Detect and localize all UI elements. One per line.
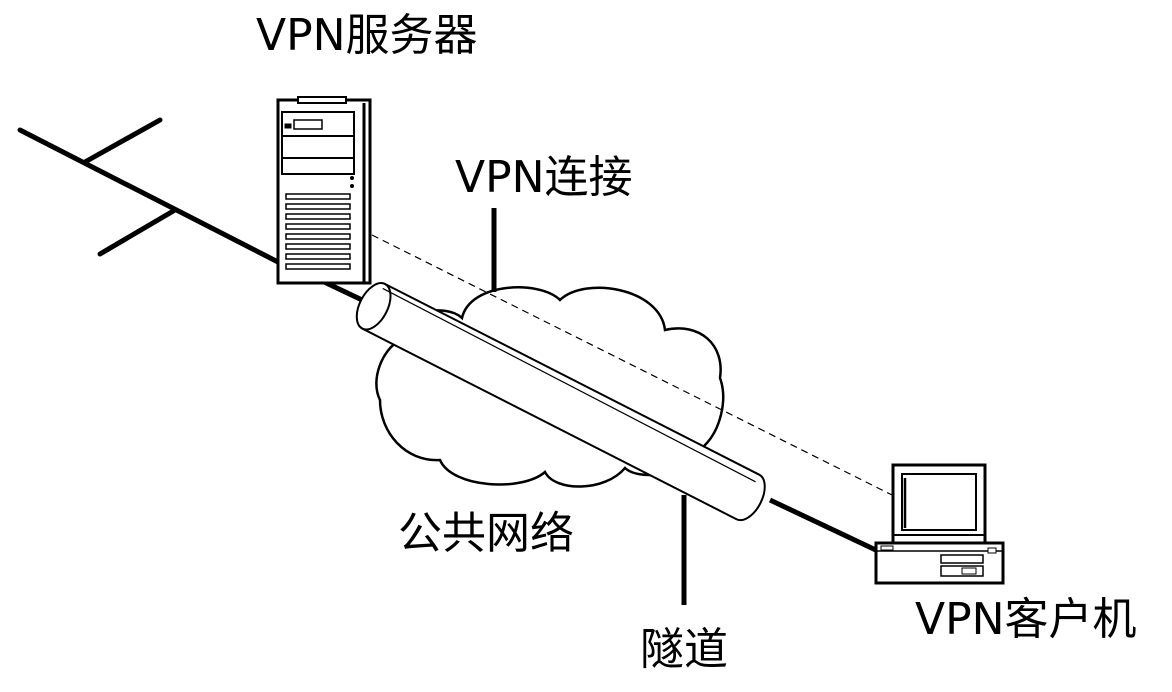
vpn-server-label: VPN服务器 <box>256 10 478 61</box>
vpn-connection-label: VPN连接 <box>455 152 633 203</box>
vpn-connection-dashed-line <box>371 234 899 499</box>
client-link-line <box>768 497 882 555</box>
tunnel-label: 隧道 <box>640 624 728 675</box>
vpn-client-label: VPN客户机 <box>915 594 1137 645</box>
vpn-server-icon <box>276 96 372 285</box>
vpn-client-computer-icon <box>874 463 1005 585</box>
public-network-label: 公共网络 <box>398 508 574 559</box>
tunnel-cylinder <box>355 282 766 522</box>
backbone-network-line <box>17 117 281 265</box>
